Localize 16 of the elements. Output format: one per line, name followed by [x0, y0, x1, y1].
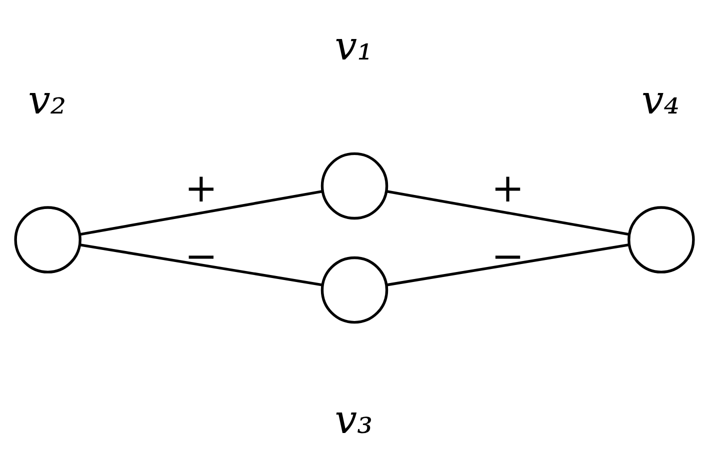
connector: [386, 243, 630, 286]
edge-label: +: [491, 164, 524, 211]
node-circle: [14, 206, 82, 273]
node-circle: [628, 206, 695, 273]
node-circle: [320, 152, 388, 220]
connector: [80, 242, 322, 286]
node-label: v₂: [28, 77, 66, 124]
edge-label: +: [184, 164, 218, 211]
node-label: v₁: [334, 23, 373, 70]
edge-label: −: [184, 233, 218, 280]
connector: [386, 190, 630, 236]
node-label: v₃: [334, 396, 373, 442]
edge-label: −: [491, 233, 524, 280]
node-label: v₄: [641, 77, 680, 124]
node-circle: [320, 256, 388, 324]
connector: [80, 190, 323, 236]
